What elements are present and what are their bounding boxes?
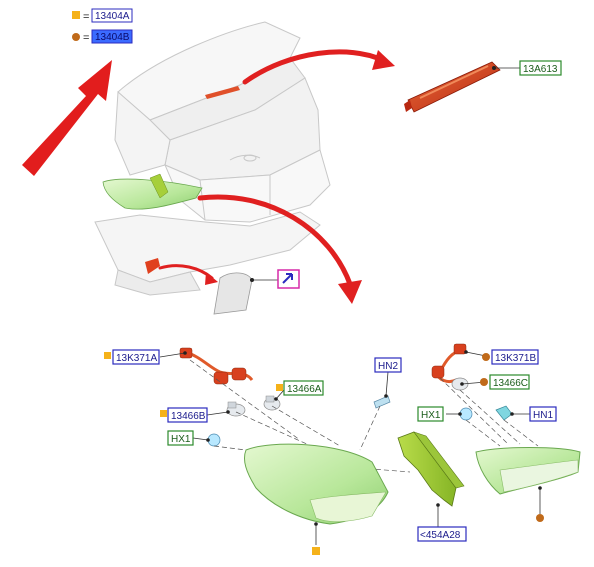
label-box-13466a [283,380,324,396]
label-box-13k371a [112,349,160,365]
car-reflector [145,258,160,274]
socket-left-b [226,401,246,417]
label-13k371b: 13K371B [495,353,536,364]
marker-circle-13k371b [482,353,490,361]
cursor-icon [282,273,293,284]
socket-left-a [263,395,281,411]
leader-dot-top-lamp [492,66,496,70]
label-13466a: 13466A [287,384,322,395]
tail-lamp-right-inner [499,459,579,493]
legend-part-13404b: 13404B [95,32,130,43]
bulb-hn1 [495,405,513,421]
car-tail-lamp-gasket [149,173,169,199]
label-box-13k371b [491,349,539,365]
assembly-lines-right [439,377,539,447]
harness-right [431,343,467,384]
label-13466c: 13466C [493,378,528,389]
label-13a613: 13A613 [523,64,558,75]
label-13k371a: 13K371A [116,353,157,364]
legend-part-13404a: 13404A [95,11,130,22]
label-hn2: HN2 [378,361,398,372]
high-mount-stop-lamp [404,61,501,113]
legend: = 13404A = 13404B [72,8,133,44]
legend-label-box-1 [91,8,133,23]
car-brake-light [205,86,240,99]
label-box-hx1-right [417,406,444,422]
marker-square-13k371a [104,352,111,359]
harness-left [179,347,254,385]
legend-eq-1: = [83,11,89,23]
car-body [94,21,331,296]
legend-eq-2: = [83,32,89,44]
leader-dots-right [458,350,542,490]
leaders-left [159,352,439,545]
marker-square-left-lamp [312,547,320,555]
leader-dots-left [183,351,440,526]
car-tail-lamp [102,178,203,210]
label-box-hn2 [374,357,402,373]
label-box-13a613 [519,60,562,76]
label-box-hn1 [529,406,557,422]
marker-square-13466b [160,410,167,417]
cursor-label-box[interactable] [277,269,300,289]
label-box-13466c [489,374,530,390]
label-box-454a28 [417,526,467,542]
marker-square-13466a [276,384,283,391]
legend-circle-icon [72,33,80,41]
label-hn1: HN1 [533,410,553,421]
label-box-hx1-left [167,430,194,446]
pointer-arrow-icon [22,60,112,176]
label-box-13466b [167,407,208,423]
callout-arrowhead-3 [205,272,218,285]
reflector-part [213,272,253,315]
label-hx1-right: HX1 [421,410,441,421]
gasket-edge [413,431,465,489]
label-hx1-left: HX1 [171,434,191,445]
legend-label-box-2 [91,29,133,44]
leader-dot-reflector [250,278,254,282]
legend-square-icon [72,11,80,19]
label-13466b: 13466B [171,411,206,422]
label-454a28-prefix: <454A28 [420,530,461,541]
callout-arrowhead-1 [372,50,395,70]
marker-circle-13466c [480,378,488,386]
tail-lamp-left-inner [309,491,387,522]
bulb-hn2 [373,395,391,409]
marker-circle-right-lamp [536,514,544,522]
callout-arrowhead-2 [338,280,362,304]
bulb-hx1-left [207,433,221,447]
